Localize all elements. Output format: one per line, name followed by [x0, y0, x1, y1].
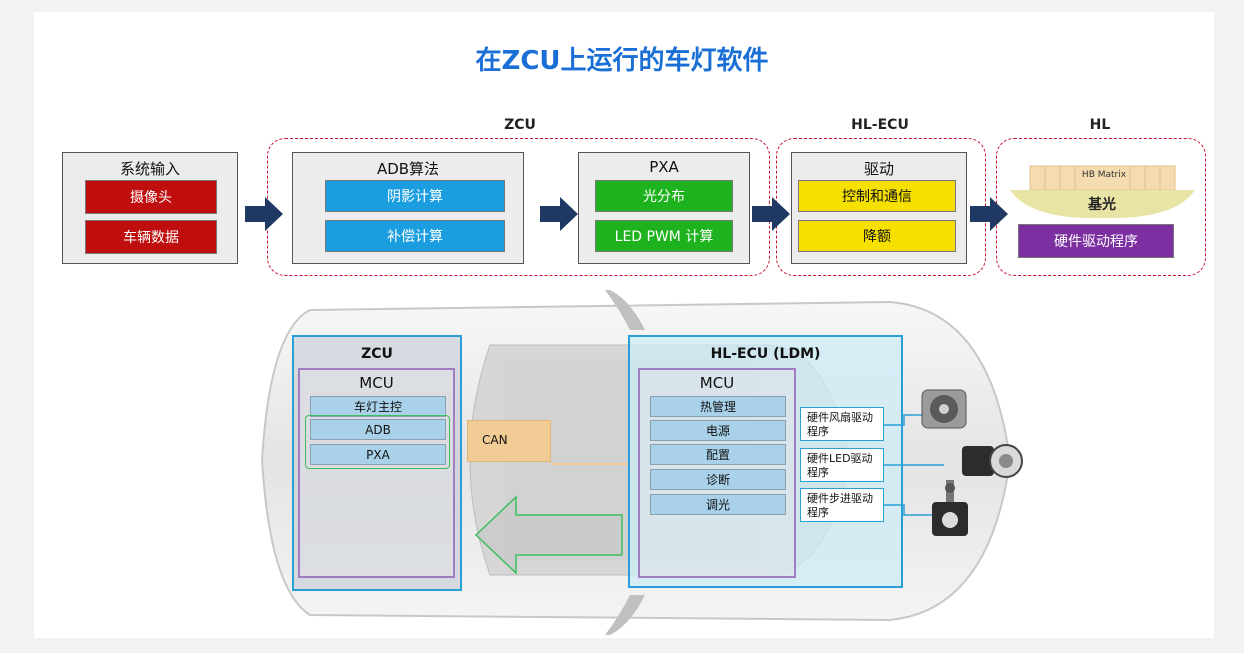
derating-item: 降额 [798, 220, 956, 252]
led-module-image [962, 444, 1023, 478]
hw-led-driver-item: 硬件LED驱动程序 [800, 448, 884, 482]
light-master-item: 车灯主控 [310, 396, 446, 417]
driver-title: 驱动 [863, 160, 894, 178]
pxa-title: PXA [649, 158, 679, 176]
vehicle-data-item: 车辆数据 [85, 220, 217, 254]
control-comm-item: 控制和通信 [798, 180, 956, 212]
zcu-mcu-label: MCU [359, 374, 394, 392]
stepper-motor-image [932, 480, 968, 536]
hw-driver-item: 硬件驱动程序 [1018, 224, 1174, 258]
light-distribution-item: 光分布 [595, 180, 733, 212]
hw-stepper-driver-item: 硬件步进驱动程序 [800, 488, 884, 522]
zcu-panel-title: ZCU [361, 346, 393, 362]
can-bus-box: CAN [467, 420, 551, 462]
power-item: 电源 [650, 420, 786, 441]
flow-arrow-3 [752, 197, 790, 231]
camera-item: 摄像头 [85, 180, 217, 214]
led-pwm-calc-item: LED PWM 计算 [595, 220, 733, 252]
flow-arrow-4 [970, 197, 1008, 231]
zcu-pxa-item: PXA [310, 444, 446, 465]
low-beam-label: 基光 [1088, 197, 1116, 213]
group-label-hlecu: HL-ECU [851, 117, 909, 133]
flow-arrow-1 [245, 197, 283, 231]
component-connector-lines [884, 414, 944, 516]
zcu-adb-item: ADB [310, 419, 446, 440]
fan-component-image [921, 389, 967, 429]
hlecu-mcu-label: MCU [699, 374, 735, 392]
system-input-title: 系统输入 [119, 160, 180, 178]
adb-algorithm-title: ADB算法 [376, 160, 440, 178]
diagram-title: 在ZCU上运行的车灯软件 [475, 46, 769, 76]
shadow-calc-item: 阴影计算 [325, 180, 505, 212]
diagnosis-item: 诊断 [650, 469, 786, 490]
group-label-zcu: ZCU [504, 117, 536, 133]
hb-matrix-label: HB Matrix [1081, 170, 1127, 180]
dimming-item: 调光 [650, 494, 786, 515]
thermal-mgmt-item: 热管理 [650, 396, 786, 417]
hb-matrix-graphic [1010, 165, 1195, 219]
hlecu-ldm-title: HL-ECU (LDM) [710, 346, 821, 362]
group-label-hl: HL [1089, 117, 1111, 133]
flow-arrow-2 [540, 197, 578, 231]
can-bus-line [551, 463, 631, 465]
config-item: 配置 [650, 444, 786, 465]
hw-fan-driver-item: 硬件风扇驱动程序 [800, 407, 884, 441]
compensation-calc-item: 补偿计算 [325, 220, 505, 252]
zcu-adb-pxa-group [305, 415, 450, 469]
data-flow-arrow [474, 495, 623, 575]
